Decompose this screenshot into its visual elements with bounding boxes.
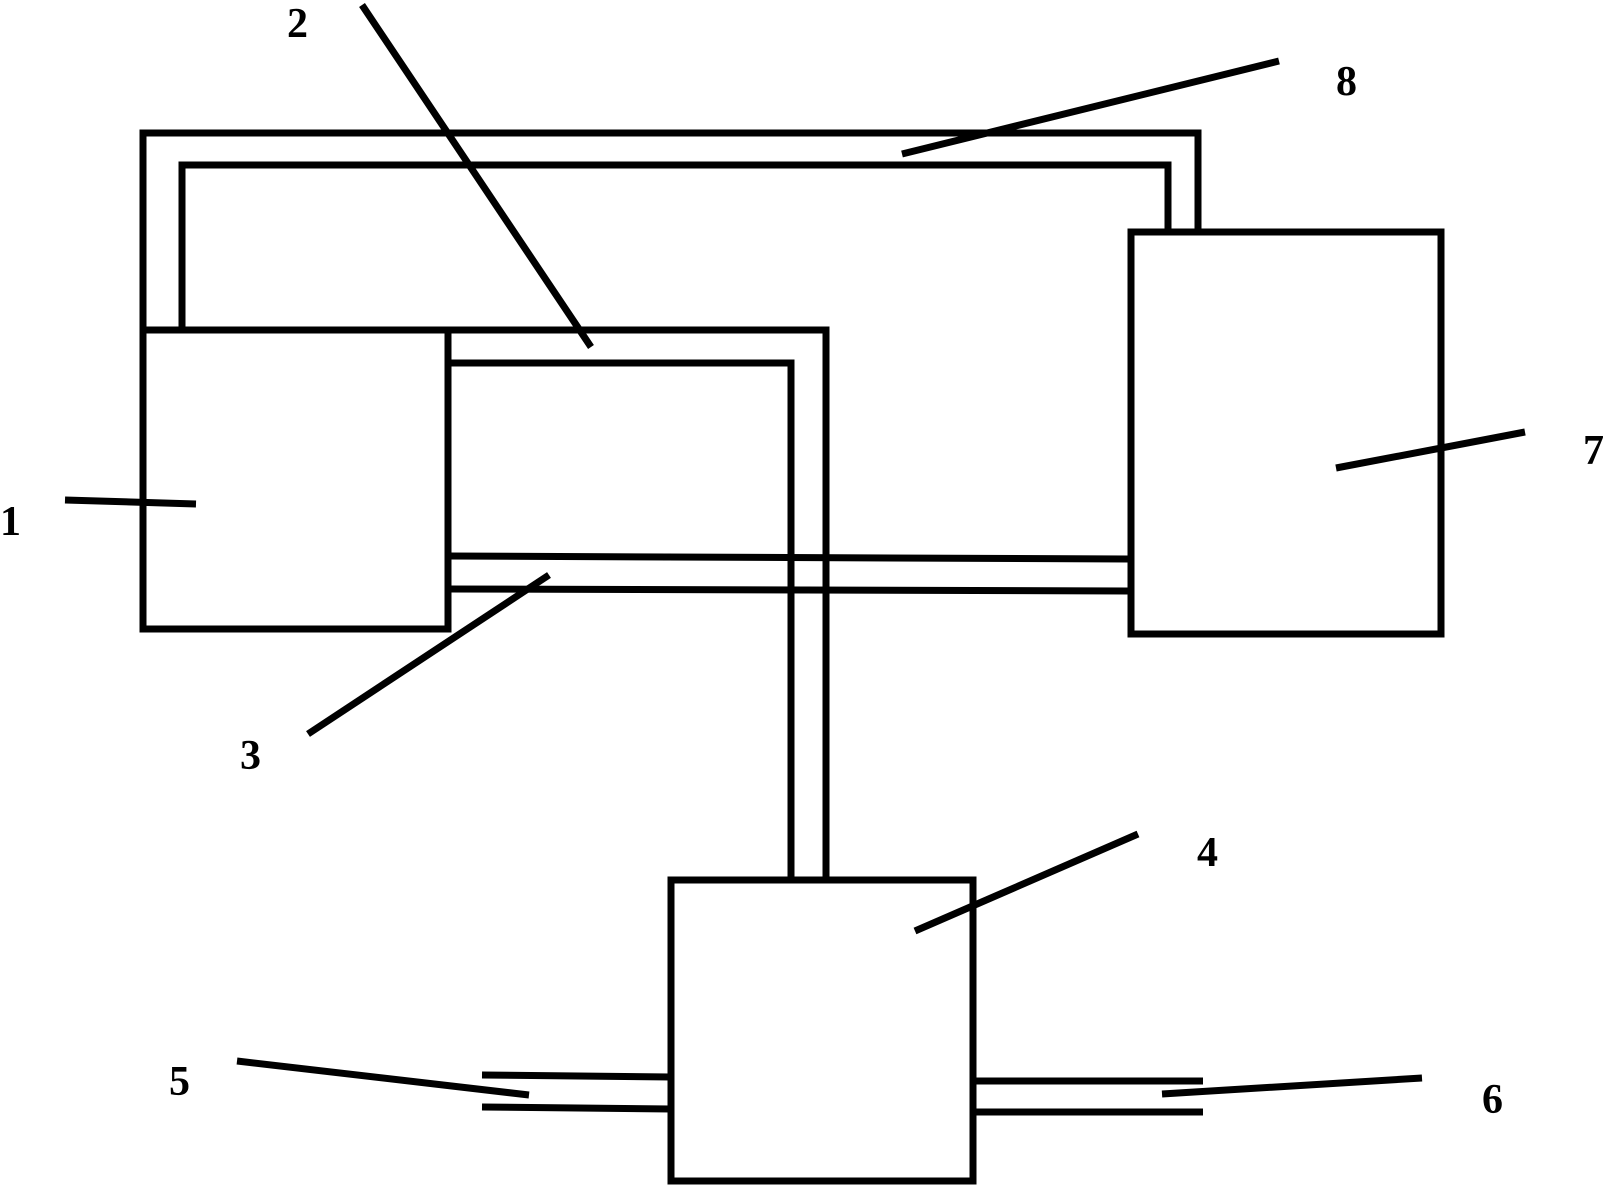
label-7: 7 [1583,428,1604,474]
leader-8 [901,57,1280,158]
label-3: 3 [240,733,261,779]
pipe-8 [139,129,1202,330]
label-8: 8 [1336,59,1357,105]
leader-7 [1335,428,1526,472]
label-5: 5 [169,1059,190,1105]
label-2: 2 [287,1,308,47]
leader-6 [1161,1074,1423,1098]
unit-7-box [1127,228,1445,638]
label-4: 4 [1197,830,1218,876]
leader-3 [306,572,551,737]
pipe-5 [481,1071,672,1113]
leader-1 [64,496,197,508]
label-1: 1 [0,499,21,545]
label-6: 6 [1482,1077,1503,1123]
leader-5 [236,1057,530,1099]
pipe-6 [970,1077,1203,1116]
unit-1-box [139,326,452,633]
leader-4 [913,830,1140,935]
leader-2 [359,3,594,349]
pipe-2 [448,326,830,880]
